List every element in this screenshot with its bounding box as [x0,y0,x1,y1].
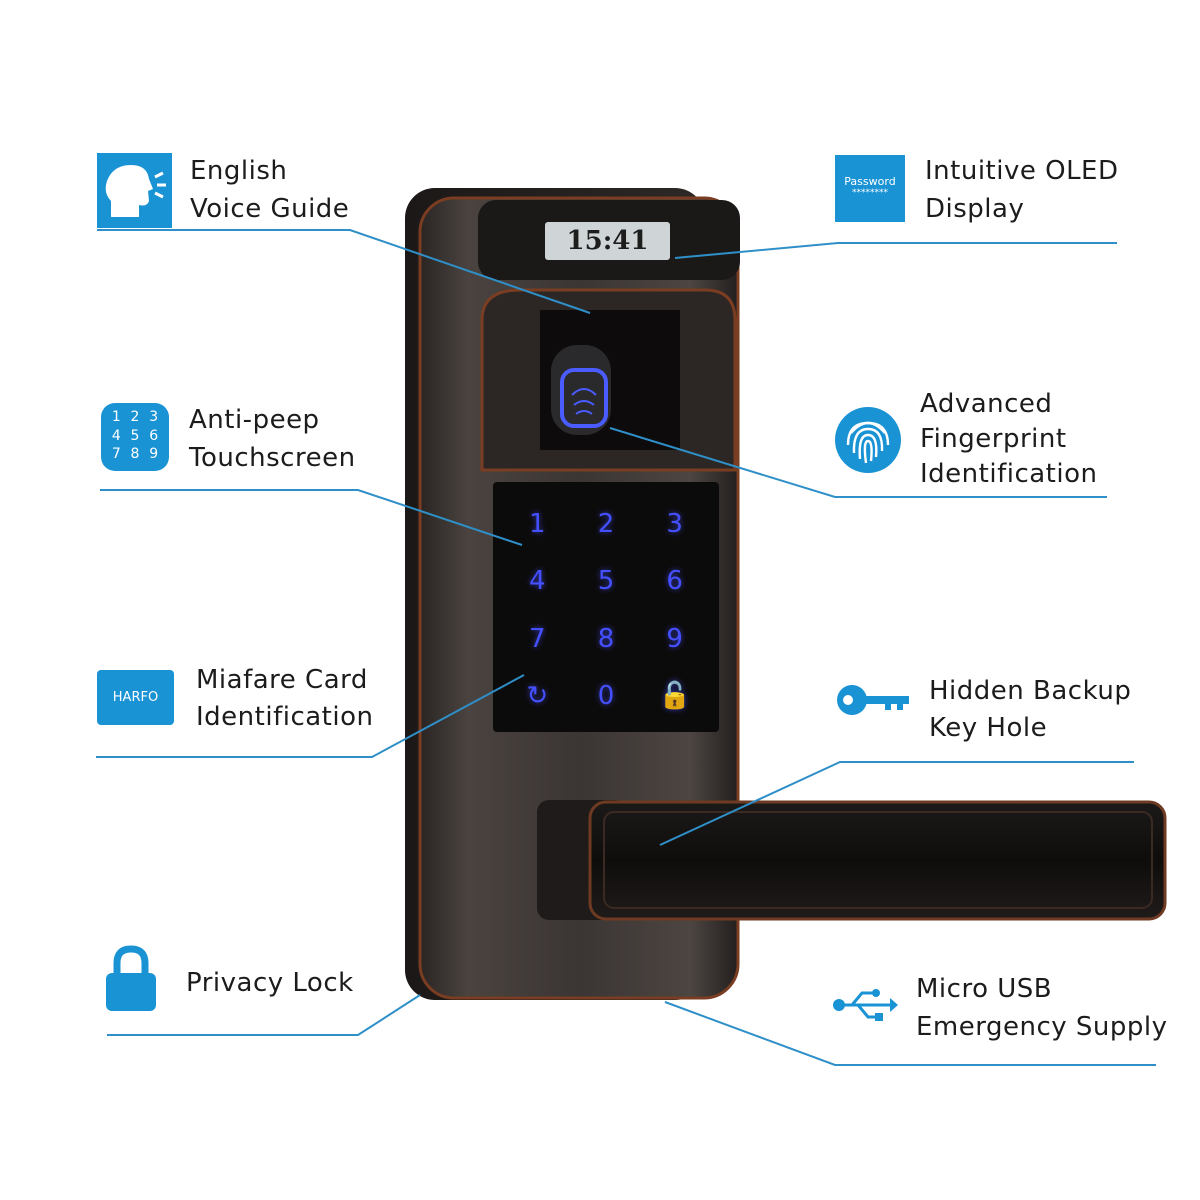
keypad-icon-digit: 3 [149,409,159,425]
keypad-icon-digit: 1 [111,409,121,425]
password-display-icon: Password ******** [835,155,905,222]
key-7[interactable]: 7 [529,623,546,654]
keypad-icon-digit: 7 [111,446,121,463]
door-handle [588,800,1167,921]
card-label-2: Identification [196,702,374,732]
key-label-2: Key Hole [929,713,1048,743]
oled-time: 15:41 [566,226,649,256]
key-6[interactable]: 6 [666,566,683,597]
voice-speaker-icon [97,153,172,228]
oled-label-2: Display [925,194,1025,224]
usb-label-2: Emergency Supply [916,1012,1168,1042]
keypad-grid: 1 2 3 4 5 6 7 8 9 ↻ 0 🔓 [503,495,709,725]
keypad-icon-digit: 8 [130,446,140,463]
key-3[interactable]: 3 [666,508,683,539]
password-icon-text: Password [844,175,896,188]
key-9[interactable]: 9 [666,623,683,654]
fingerprint-icon [833,405,903,475]
fingerprint-label-1: Advanced [920,389,1053,419]
card-icon-text: HARFO [112,690,159,705]
usb-label-1: Micro USB [916,974,1053,1004]
touch-label-1: Anti-peep [189,405,320,435]
voice-label-2: Voice Guide [190,194,350,224]
key-8[interactable]: 8 [597,623,615,654]
keypad-icon-digit: 9 [149,446,159,463]
fingerprint-label-3: Identification [920,459,1098,489]
voice-label-1: English [190,156,288,186]
keypad-icon-digit: 5 [130,427,140,444]
key-back[interactable]: ↻ [526,681,549,712]
keypad-icon-digit: 2 [130,409,140,425]
keypad-icon: 1 2 3 4 5 6 7 8 9 [101,403,169,471]
fingerprint-housing [480,288,737,472]
touch-label-2: Touchscreen [189,443,356,473]
oled-label-1: Intuitive OLED [925,156,1119,186]
keypad-icon-digit: 4 [111,427,121,444]
key-1[interactable]: 1 [529,508,546,539]
card-icon: HARFO [97,670,174,725]
key-2[interactable]: 2 [597,508,615,539]
card-label-1: Miafare Card [196,665,368,695]
key-icon [835,680,911,720]
key-0[interactable]: 0 [597,681,615,712]
password-icon-stars: ******** [852,188,888,198]
key-label-1: Hidden Backup [929,676,1132,706]
keypad-panel [493,482,719,732]
privacy-label: Privacy Lock [186,968,354,998]
key-unlock[interactable]: 🔓 [658,681,691,712]
usb-icon [832,986,898,1024]
padlock-icon [105,945,157,1012]
key-4[interactable]: 4 [529,566,546,597]
key-5[interactable]: 5 [597,566,615,597]
fingerprint-label-2: Fingerprint [920,424,1067,454]
keypad-icon-digit: 6 [149,427,159,444]
